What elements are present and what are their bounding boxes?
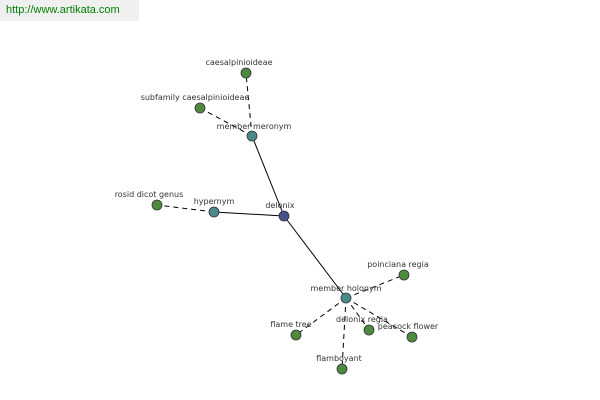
node-hypernym[interactable] <box>208 206 220 218</box>
edge-member-holonym-to-peacock-flower <box>345 297 413 338</box>
node-label-flamboyant[interactable]: flamboyant <box>316 354 362 363</box>
edge-member-meronym-to-subfamily-caesalpinioideae <box>199 107 253 137</box>
edge-member-holonym-to-poinciana-regia <box>345 274 405 299</box>
edge-member-holonym-to-flamboyant <box>341 297 347 370</box>
node-delonix[interactable] <box>278 210 290 222</box>
node-label-delonix-regia[interactable]: delonix regia <box>336 315 388 324</box>
node-label-rosid-dicot-genus[interactable]: rosid dicot genus <box>115 190 184 199</box>
labels-layer: delonix member meronym hypernym member holo… <box>115 58 439 363</box>
edge-member-holonym-to-delonix-regia <box>345 297 370 331</box>
node-label-member-holonym[interactable]: member holonym <box>310 284 381 293</box>
watermark-link[interactable]: http://www.artikata.com <box>0 0 139 21</box>
node-delonix-regia[interactable] <box>363 324 375 336</box>
edge-member-meronym-to-caesalpinioideae <box>245 72 253 137</box>
node-flamboyant[interactable] <box>336 363 348 375</box>
node-peacock-flower[interactable] <box>406 331 418 343</box>
node-member-meronym[interactable] <box>246 130 258 142</box>
node-flame-tree[interactable] <box>290 329 302 341</box>
edge-delonix-to-member-meronym <box>251 135 285 217</box>
edge-hypernym-to-rosid-dicot-genus <box>156 204 215 213</box>
node-subfamily-caesalpinioideae[interactable] <box>194 102 206 114</box>
node-caesalpinioideae[interactable] <box>240 67 252 79</box>
node-label-peacock-flower[interactable]: peacock flower <box>378 322 439 331</box>
edge-member-holonym-to-flame-tree <box>295 297 347 336</box>
edges-layer <box>156 72 413 370</box>
node-label-poinciana-regia[interactable]: poinciana regia <box>367 260 429 269</box>
node-label-flame-tree[interactable]: flame tree <box>270 320 311 329</box>
node-label-hypernym[interactable]: hypernym <box>194 197 235 206</box>
edge-delonix-to-hypernym <box>213 211 285 217</box>
node-label-delonix[interactable]: delonix <box>265 201 294 210</box>
node-label-member-meronym[interactable]: member meronym <box>217 122 292 131</box>
node-member-holonym[interactable] <box>340 292 352 304</box>
node-label-caesalpinioideae[interactable]: caesalpinioideae <box>205 58 272 67</box>
nodes-layer <box>151 67 418 375</box>
node-label-subfamily-caesalpinioideae[interactable]: subfamily caesalpinioideae <box>141 93 250 102</box>
node-poinciana-regia[interactable] <box>398 269 410 281</box>
edge-delonix-to-member-holonym <box>283 215 347 299</box>
node-rosid-dicot-genus[interactable] <box>151 199 163 211</box>
